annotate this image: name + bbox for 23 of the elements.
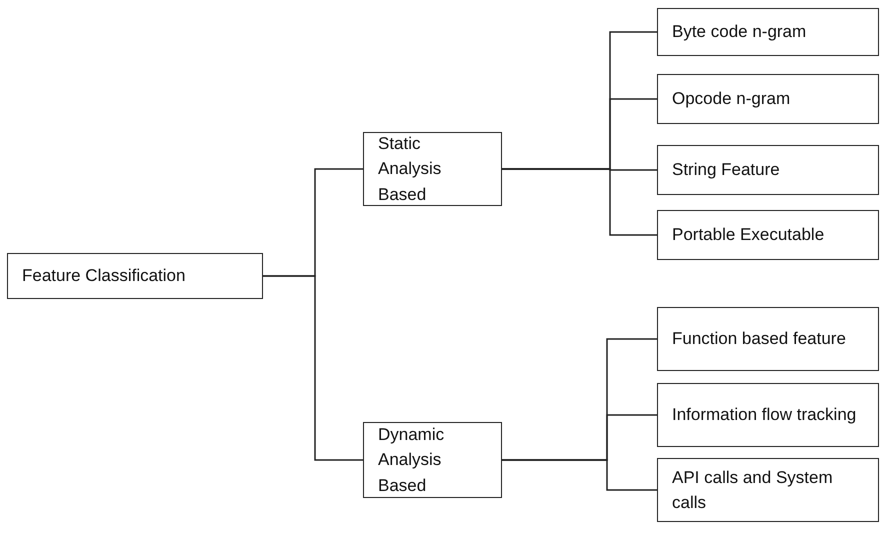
node-label: Portable Executable (672, 224, 824, 246)
node-label: Feature Classification (22, 265, 186, 288)
connector-line (502, 168, 657, 236)
node-label: Static Analysis Based (378, 132, 442, 206)
category-box (657, 458, 879, 522)
node-label: API calls and System calls (672, 466, 834, 514)
connector-line (263, 275, 363, 461)
category-box (363, 422, 502, 498)
category-box (7, 253, 263, 299)
category-box (657, 74, 879, 124)
node-label: String Feature (672, 159, 780, 182)
node-label: Byte code n-gram (672, 21, 806, 44)
category-box (657, 145, 879, 195)
node-label: Information flow tracking (672, 404, 856, 426)
category-box (363, 132, 502, 206)
node-label: Function based feature (672, 328, 846, 350)
node-label: Dynamic Analysis Based (378, 424, 446, 497)
category-box (657, 383, 879, 447)
node-label: Opcode n-gram (672, 88, 790, 110)
category-box (657, 8, 879, 56)
category-box (657, 210, 879, 260)
connector-line (502, 459, 657, 491)
category-box (657, 307, 879, 371)
